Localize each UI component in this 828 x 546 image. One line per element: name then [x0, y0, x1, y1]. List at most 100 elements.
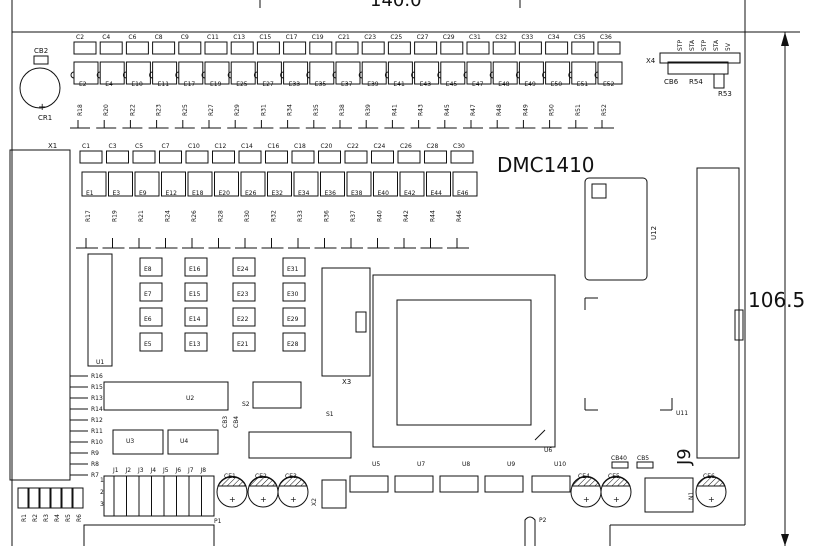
top-dimension-label: 140.0 [370, 0, 422, 11]
resistor-label: R23 [156, 104, 163, 116]
capacitor-pad [424, 150, 447, 164]
cap-label: C25 [390, 34, 402, 41]
jumper-row-numbers: 123 [100, 477, 104, 508]
e-component [184, 307, 208, 327]
e-label: E46 [457, 190, 469, 197]
resistor-label: R45 [444, 104, 451, 116]
e-label: E30 [287, 291, 299, 298]
e-label: E10 [131, 81, 143, 88]
label-u2: U2 [186, 395, 194, 402]
chip-label: U7 [417, 461, 425, 468]
e-grid: E8E7E6E5E16E15E14E13E24E23E22E21E31E30E2… [139, 257, 306, 352]
capacitor-pad [318, 150, 341, 164]
e-component [161, 171, 186, 197]
label-u4: U4 [180, 438, 188, 445]
resistor-label: R13 [91, 395, 103, 402]
e-label: E16 [189, 266, 201, 273]
e-component [346, 171, 372, 197]
e-component [282, 282, 306, 302]
resistor-label: R18 [77, 104, 84, 116]
chip-label: U8 [462, 461, 470, 468]
cap-label: C35 [574, 34, 586, 41]
resistor-label: R50 [549, 104, 556, 116]
resistor-label: R24 [165, 210, 172, 222]
label-x1: X1 [48, 142, 57, 150]
resistor-label: R7 [91, 472, 99, 479]
e-label: E42 [404, 190, 416, 197]
resistor-label: R48 [496, 104, 503, 116]
label-u6: U6 [544, 447, 552, 454]
e-label: E50 [551, 81, 563, 88]
resistor-label: R15 [91, 384, 103, 391]
capacitor-pad [397, 150, 421, 164]
resistor-label: R30 [244, 210, 251, 222]
ce-label: CE6 [703, 473, 715, 480]
chip-u4 [167, 429, 219, 455]
chip-bottom [349, 475, 389, 493]
e-label: E47 [472, 81, 484, 88]
chip-label: U5 [372, 461, 380, 468]
label-u11: U11 [676, 410, 688, 417]
e-label: E45 [446, 81, 458, 88]
e-component [232, 282, 256, 302]
e-label: E22 [237, 316, 249, 323]
capacitor-pad [440, 41, 464, 55]
jumper-block [103, 475, 215, 517]
cap-label: C23 [364, 34, 376, 41]
switch-s2 [252, 381, 302, 409]
label-u3: U3 [126, 438, 134, 445]
connector-x1 [9, 149, 71, 481]
e-label: E41 [393, 81, 405, 88]
resistor-label: R14 [91, 406, 103, 413]
row-number: 3 [100, 501, 104, 508]
capacitor-pad [571, 41, 595, 55]
e-label: E33 [289, 81, 301, 88]
jumper-label: J7 [187, 467, 194, 474]
e-component [452, 171, 478, 197]
chip-bottom [394, 475, 434, 493]
resistor-label: R28 [218, 210, 225, 222]
e-component [232, 332, 256, 352]
ce-label: CE3 [285, 473, 297, 480]
resistor-label: R44 [430, 210, 437, 222]
jumper-label: J3 [137, 467, 144, 474]
e-component [426, 171, 451, 197]
e-component [232, 257, 256, 277]
cap-label: C20 [321, 143, 333, 150]
label-cb5: CB5 [637, 455, 649, 462]
e-component [139, 332, 163, 352]
e-component [134, 171, 160, 197]
e-component [267, 171, 292, 197]
e-label: E12 [166, 190, 178, 197]
e-component [282, 257, 306, 277]
resistor-label: R39 [365, 104, 372, 116]
cap-label: C13 [233, 34, 245, 41]
cap-label: C27 [417, 34, 429, 41]
e-label: E14 [189, 316, 201, 323]
e-label: E7 [144, 291, 152, 298]
resistor-label: R32 [271, 210, 278, 222]
header-x4 [659, 52, 741, 75]
chip-u6 [372, 274, 556, 448]
resistor-label: R17 [85, 210, 92, 222]
e-component [108, 171, 133, 197]
cr1-capacitor [19, 67, 61, 109]
e-label: E44 [431, 190, 443, 197]
capacitor-pad [99, 41, 123, 55]
resistor-label: R51 [575, 104, 582, 116]
capacitor-pad [106, 150, 129, 164]
svg-text:+: + [229, 495, 236, 504]
capacitor-pad [132, 150, 156, 164]
resistor-label: R1 [21, 514, 28, 522]
resistor-label: R2 [32, 514, 39, 522]
e-component [282, 332, 306, 352]
e-label: E31 [287, 266, 299, 273]
capacitor-pad [79, 150, 103, 164]
cap-label: C4 [102, 34, 110, 41]
dimension-right [745, 31, 800, 546]
resistor-label: R8 [91, 461, 99, 468]
resistor-label: R26 [191, 210, 198, 222]
connector-p2 [524, 516, 536, 546]
